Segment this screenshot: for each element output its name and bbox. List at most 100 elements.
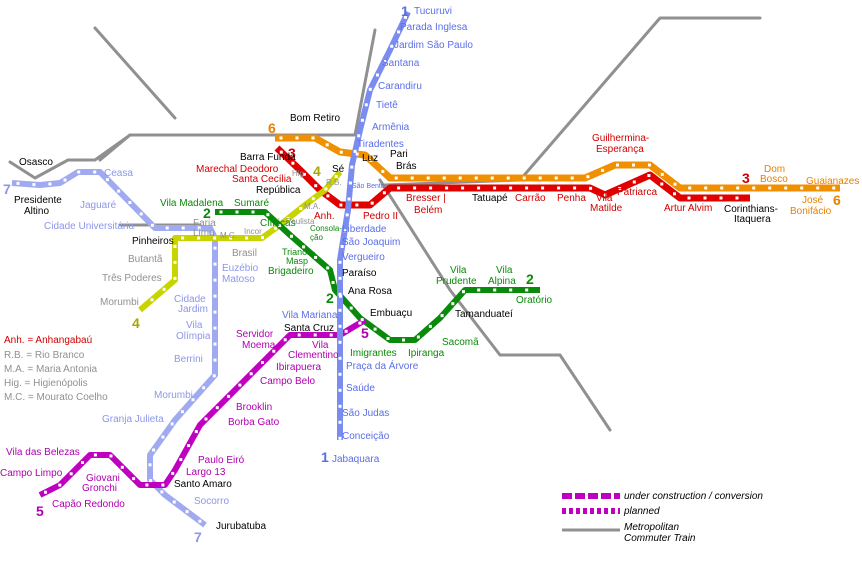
line3-station-marker [339,203,343,207]
station-tiradentes[interactable]: Tiradentes [357,139,404,150]
station-ana-rosa[interactable]: Ana Rosa [348,286,392,297]
station-mourato-coelho[interactable]: M.C. [220,231,237,240]
station-brigadeiro[interactable]: Brigadeiro [268,266,314,277]
station-liberdade[interactable]: Liberdade [342,224,387,235]
station-osasco[interactable]: Osasco [19,157,53,168]
station-cidade-jardim[interactable]: Cidade Jardim [174,294,208,315]
station-ceasa[interactable]: Ceasa [104,168,133,179]
station-faria-lima[interactable]: Faria Lima [193,218,219,239]
station-vila-prudente[interactable]: Vila Prudente [436,265,477,287]
station-incor[interactable]: Incor [244,227,262,236]
line2-station-marker [493,288,497,292]
station-tres-poderes[interactable]: Três Poderes [102,273,162,284]
station-morumbi-l4[interactable]: Morumbi [100,297,139,308]
station-ibirapuera[interactable]: Ibirapuera [276,362,321,373]
station-jaguare[interactable]: Jaguaré [80,200,117,211]
station-republica[interactable]: República [256,185,301,196]
station-sumare[interactable]: Sumaré [234,198,269,209]
station-armenia[interactable]: Armênia [372,122,410,133]
station-capao-redondo[interactable]: Capão Redondo [52,499,125,510]
station-paulista-consolacao[interactable]: Consola- ção [310,224,344,242]
station-borba-gato[interactable]: Borba Gato [228,417,280,428]
station-tamanduatei[interactable]: Tamanduateí [455,309,513,320]
station-sao-joaquim[interactable]: São Joaquim [342,237,400,248]
station-clinicas[interactable]: Clínicas [260,218,296,229]
station-pedro-ii[interactable]: Pedro II [363,211,398,222]
station-tatuape[interactable]: Tatuapé [472,193,508,204]
station-giovani-gronchi[interactable]: Giovani Gronchi [82,473,123,494]
station-jurubatuba[interactable]: Jurubatuba [216,521,266,532]
station-presidente-altino[interactable]: Presidente Altino [14,195,65,217]
station-vila-matilde[interactable]: Vila Matilde [590,193,623,214]
station-paulo-eiro[interactable]: Paulo Eiró [198,455,245,466]
station-vila-clementino[interactable]: Vila Clementino [288,340,339,361]
station-conceicao[interactable]: Conceição [342,431,390,442]
station-tucuruvi[interactable]: Tucuruvi [414,6,452,17]
station-campo-limpo[interactable]: Campo Limpo [0,468,63,479]
station-santana[interactable]: Santana [382,58,420,69]
station-rio-branco[interactable]: R.B. [326,178,342,187]
station-jabaquara[interactable]: Jabaquara [332,454,380,465]
station-largo-13[interactable]: Largo 13 [186,467,226,478]
station-trianon-masp[interactable]: Trianon- Masp [282,247,318,266]
station-santo-amaro[interactable]: Santo Amaro [174,479,232,490]
station-socorro[interactable]: Socorro [194,496,229,507]
station-granja-julieta[interactable]: Granja Julieta [102,414,164,425]
station-berrini[interactable]: Berrini [174,354,203,365]
station-guilhermina-esperanca[interactable]: Guilhermina- Esperança [592,133,652,155]
station-brooklin[interactable]: Brooklin [236,402,272,413]
station-tiete[interactable]: Tietê [376,100,398,111]
station-sao-judas[interactable]: São Judas [342,408,389,419]
station-campo-belo[interactable]: Campo Belo [260,376,315,387]
station-servidor-moema[interactable]: Servidor Moema [236,329,276,351]
station-paraiso[interactable]: Paraíso [342,268,377,279]
station-cidade-universitaria[interactable]: Cidade Universitária [44,221,134,232]
station-corinthians-itaquera[interactable]: Corinthians- Itaquera [724,204,781,225]
station-higienopolis[interactable]: Hig. [292,169,306,178]
station-sacoma[interactable]: Sacomã [442,337,479,348]
station-pinheiros[interactable]: Pinheiros [132,236,174,247]
station-dom-bosco[interactable]: Dom Bosco [760,164,788,185]
station-santa-cecilia[interactable]: Santa Cecília [232,174,292,185]
station-jose-bonifacio[interactable]: José Bonifácio [790,195,832,217]
station-vila-olimpia[interactable]: Vila Olímpia [176,320,211,342]
station-bom-retiro[interactable]: Bom Retiro [290,113,340,124]
station-carandiru[interactable]: Carandiru [378,81,422,92]
line2-station-marker [219,210,223,214]
station-jardim-sao-paulo[interactable]: Jardim São Paulo [394,40,473,51]
station-santa-cruz[interactable]: Santa Cruz [284,323,334,334]
station-maria-antonia[interactable]: M.A. [304,202,320,211]
station-morumbi-l7[interactable]: Morumbi [154,390,193,401]
station-embuacu[interactable]: Embuaçu [370,308,412,319]
station-marechal-deodoro[interactable]: Marechal Deodoro [196,164,279,175]
station-patriarca[interactable]: Patriarca [617,187,657,198]
station-pari[interactable]: Pari [390,149,408,160]
station-oratorio[interactable]: Oratório [516,295,553,306]
station-butanta[interactable]: Butantã [128,254,163,265]
station-sao-bento-l1[interactable]: São Bento [352,183,385,190]
station-guaianazes[interactable]: Guaianazes [806,176,859,187]
station-vila-madalena[interactable]: Vila Madalena [160,198,224,209]
station-artur-alvim[interactable]: Artur Alvim [664,203,712,214]
station-brasil[interactable]: Brasil [232,248,257,259]
station-vergueiro[interactable]: Vergueiro [342,252,385,263]
station-anhangabau[interactable]: Anh. [314,211,335,222]
station-praca-da-arvore[interactable]: Praça da Árvore [346,359,419,372]
station-penha[interactable]: Penha [557,193,586,204]
station-ipiranga[interactable]: Ipiranga [408,348,445,359]
station-imigrantes[interactable]: Imigrantes [350,348,397,359]
station-bras[interactable]: Brás [396,161,417,172]
station-barra-funda[interactable]: Barra Funda [240,152,296,163]
station-bresser-belem[interactable]: Bresser | Belém [406,193,449,216]
station-parada-inglesa[interactable]: Parada Inglesa [400,22,468,33]
station-vila-alpina[interactable]: Vila Alpina [488,265,516,287]
station-vila-mariana[interactable]: Vila Mariana [282,310,338,321]
station-vila-das-belezas[interactable]: Vila das Belezas [6,447,80,458]
station-se[interactable]: Sé [332,164,345,175]
station-luz[interactable]: Luz [362,153,378,164]
station-euzebio-matoso[interactable]: Euzébio Matoso [222,263,261,285]
station-saude[interactable]: Saúde [346,383,375,394]
station-paulista[interactable]: Paulista [286,217,315,226]
station-carrao[interactable]: Carrão [515,193,546,204]
line6-station-marker [506,176,510,180]
